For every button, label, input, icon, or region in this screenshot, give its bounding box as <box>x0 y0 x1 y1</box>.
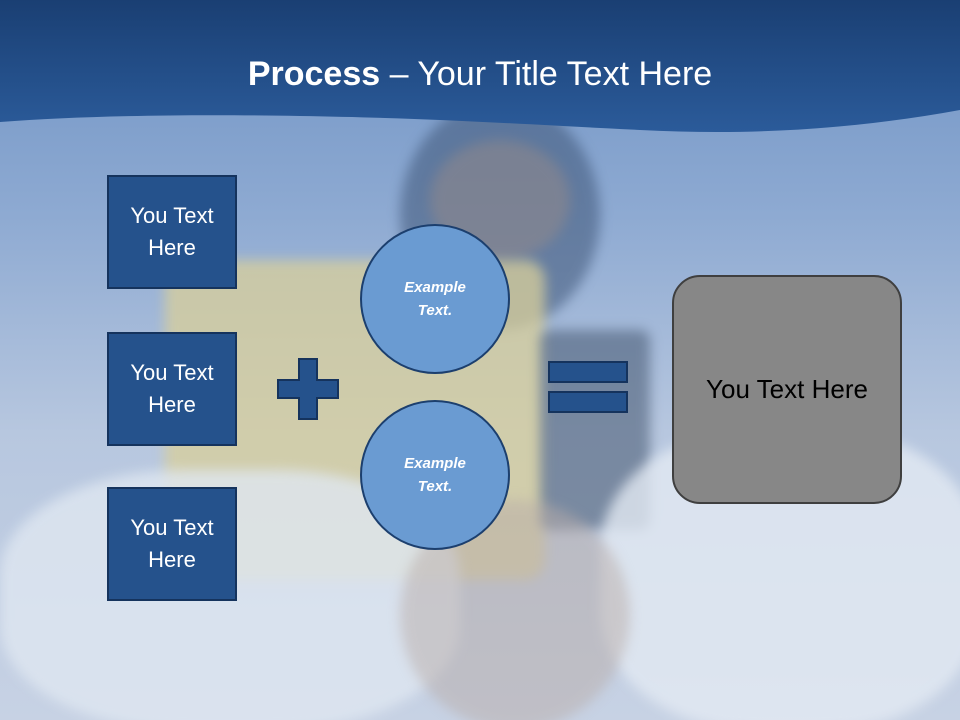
slide-title: Process – Your Title Text Here <box>0 52 960 96</box>
result-box[interactable]: You Text Here <box>672 275 902 504</box>
title-bold: Process <box>247 55 381 93</box>
text-box-1[interactable]: You Text Here <box>107 175 237 289</box>
example-circle-2[interactable]: Example Text. <box>360 400 510 550</box>
title-rest: – Your Title Text Here <box>380 55 713 93</box>
equals-icon <box>548 361 628 413</box>
circle-2-text: Example Text. <box>404 455 466 495</box>
result-text: You Text Here <box>706 374 868 404</box>
plus-icon <box>277 358 339 420</box>
text-box-3[interactable]: You Text Here <box>107 487 237 601</box>
text-box-2[interactable]: You Text Here <box>107 332 237 446</box>
circle-1-text: Example Text. <box>404 279 466 319</box>
example-circle-1[interactable]: Example Text. <box>360 224 510 374</box>
header-band <box>0 0 960 132</box>
